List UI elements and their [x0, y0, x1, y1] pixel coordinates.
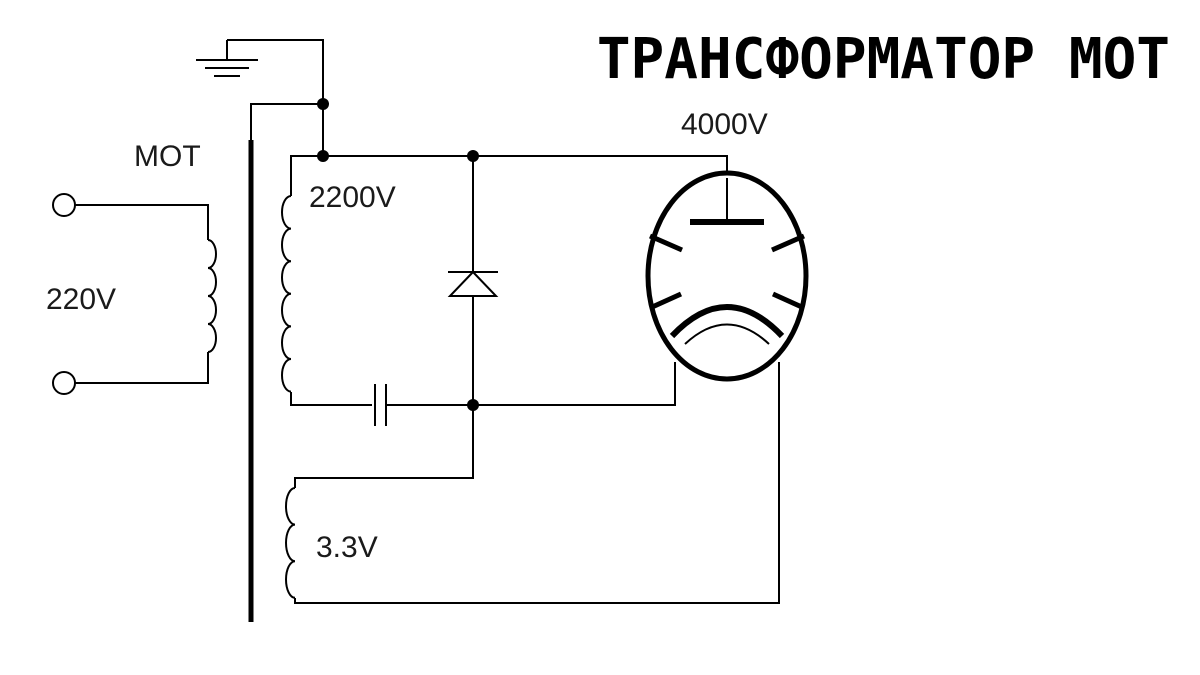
junction-node — [467, 150, 479, 162]
junction-node — [317, 98, 329, 110]
secondary-winding — [281, 104, 372, 406]
filament-voltage-label: 3.3V — [316, 531, 378, 564]
diagram-title: ТРАНСФОРМАТОР МОТ — [597, 27, 1170, 92]
transformer-label: МОТ — [134, 140, 201, 173]
filament-winding — [285, 362, 780, 604]
core-ground-wire — [250, 103, 323, 140]
output-voltage-label: 4000V — [681, 108, 768, 141]
tube-icon — [645, 170, 809, 382]
primary-winding — [52, 193, 217, 395]
primary-terminal-bottom — [52, 371, 76, 395]
capacitor-icon — [374, 384, 387, 426]
ground-icon — [196, 40, 258, 77]
primary-voltage-label: 220V — [46, 283, 116, 316]
ground-wire — [227, 39, 324, 104]
cathode-wire — [473, 362, 676, 406]
primary-terminal-top — [52, 193, 76, 217]
secondary-voltage-label: 2200V — [309, 181, 396, 214]
hv-top-rail — [323, 155, 728, 178]
diode-icon — [447, 156, 499, 405]
junction-node — [467, 399, 479, 411]
filament-feed-wire — [294, 405, 474, 488]
junction-node — [317, 150, 329, 162]
